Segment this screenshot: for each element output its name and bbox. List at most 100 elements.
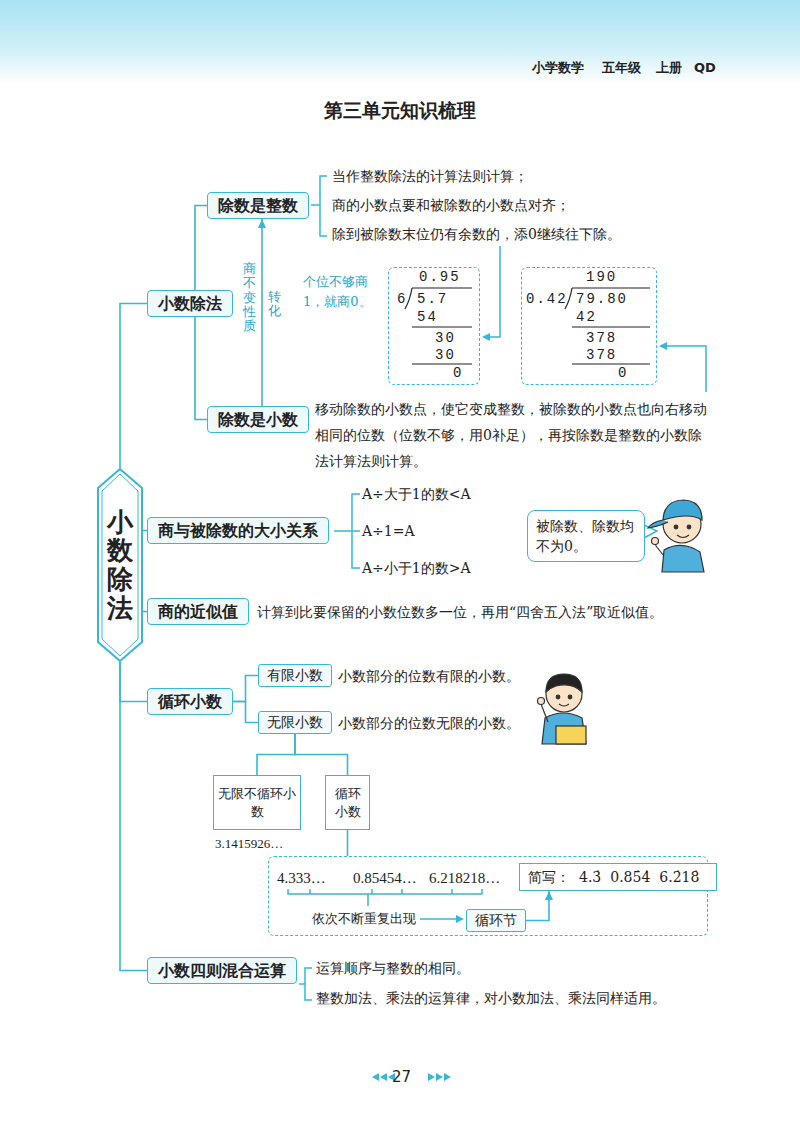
branch-box: 小数四则混合运算: [147, 957, 297, 984]
label-text: QD: [694, 58, 716, 78]
footer-arrows: [372, 1073, 451, 1081]
vertical-label: 商不变性质: [243, 262, 256, 333]
node-text: 除数是整数: [218, 196, 298, 215]
label-text: 当作整数除法的计算法则计算；: [332, 166, 528, 186]
shorthand-box: 简写： 4.3̇ 0.85̇4̇ 6.2̇18̇: [519, 863, 717, 891]
label-text: 计算到比要保留的小数位数多一位，再用“四舍五入法”取近似值。: [257, 602, 737, 622]
label-text: 依次不断重复出现: [312, 909, 416, 929]
node-text: 0.85̇4̇: [610, 867, 650, 887]
branch-box: 小数除法: [147, 290, 233, 317]
label-text: 27: [392, 1067, 411, 1087]
node-text: 0: [618, 365, 628, 382]
leader-line: [420, 918, 458, 920]
connector: [347, 830, 349, 856]
leader-line: [665, 346, 706, 392]
label-text: 整数加法、乘法的运算律，对小数加法、乘法同样适用。: [316, 988, 666, 1008]
node-text: 6: [397, 291, 407, 308]
division-lines: [405, 288, 472, 364]
node-text: 4.333…: [277, 869, 326, 887]
arrow-head: [456, 915, 464, 923]
node-text: 4.3̇: [579, 867, 601, 887]
connector: [120, 662, 147, 702]
sub-box: 有限小数: [258, 664, 332, 687]
bracket: [299, 968, 312, 1000]
node-text: 30: [435, 347, 456, 364]
arrow-head: [659, 342, 667, 350]
label-text: A÷1=A: [362, 521, 415, 541]
connector: [257, 734, 295, 775]
connector: [195, 317, 207, 420]
node-text: 0.42: [526, 291, 568, 308]
node-text: 小数四则混合运算: [158, 961, 286, 980]
outline: [98, 469, 142, 661]
division-lines: [565, 288, 650, 364]
connector: [295, 734, 348, 775]
bracket: [288, 889, 482, 906]
node-text: 42: [576, 309, 597, 326]
node-text: 商与被除数的大小关系: [158, 521, 318, 540]
node-text: 6.218218…: [429, 869, 500, 887]
example-box: 1900.4279.80423783780: [521, 267, 657, 385]
connector: [233, 676, 258, 702]
label-text: 除到被除数末位仍有余数的，添0继续往下除。: [332, 224, 621, 244]
branch-box: 商的近似值: [147, 598, 249, 625]
central-topic: 小数除法: [97, 468, 143, 662]
connector: [233, 702, 258, 723]
connector: [120, 304, 147, 469]
bracket: [334, 494, 360, 568]
node-text: 除数是小数: [218, 410, 298, 429]
label-text: 个位不够商1，就商0。: [303, 272, 383, 312]
term-box: 循环节: [466, 909, 526, 932]
speech-bubble: 被除数、除数均不为0。: [527, 510, 645, 562]
node-text: 0.95: [419, 269, 461, 286]
label-text: 运算顺序与整数的相同。: [316, 958, 470, 978]
sub-box: 循环小数: [325, 775, 370, 830]
node-text: 190: [586, 269, 617, 286]
label-text: 小数部分的位数无限的小数。: [338, 713, 520, 733]
outline: [102, 474, 138, 656]
node-text: 简写：: [528, 867, 570, 887]
node-text: 0.85454…: [353, 869, 417, 887]
label-text: A÷小于1的数>A: [362, 558, 471, 578]
label-text: 移动除数的小数点，使它变成整数，被除数的小数点也向右移动相同的位数（位数不够，用…: [315, 396, 715, 474]
arrow-head: [482, 333, 490, 341]
vertical-label: 转化: [268, 290, 281, 319]
branch-box: 循环小数: [147, 688, 233, 715]
node-text: 无限小数: [267, 714, 323, 730]
branch-box: 商与被除数的大小关系: [147, 517, 329, 544]
sub-box: 无限小数: [258, 711, 332, 734]
node-text: 378: [586, 330, 617, 347]
node-text: 被除数、除数均不为0。: [536, 516, 636, 556]
connector: [120, 662, 147, 971]
node-text: 循环节: [475, 912, 517, 928]
label-text: 上册: [656, 58, 682, 78]
node-text: 循环小数: [158, 692, 222, 711]
node-text: 无限不循环小数: [217, 785, 297, 821]
label-text: A÷大于1的数<A: [362, 484, 471, 504]
connector: [526, 891, 549, 921]
label-text: 3.1415926…: [215, 834, 283, 854]
node-text: 小数除法: [107, 508, 133, 622]
branch-box: 除数是小数: [207, 406, 309, 433]
connector: [195, 206, 207, 291]
connector: [261, 219, 263, 406]
node-text: 5.7: [417, 291, 448, 308]
leader-line: [488, 246, 500, 337]
label-text: 小学数学: [532, 58, 584, 78]
node-text: 有限小数: [267, 667, 323, 683]
example-box: 0.9565.75430300: [388, 267, 480, 385]
node-text: 商的近似值: [158, 602, 238, 621]
boy-figure: [538, 674, 587, 744]
node-text: 30: [435, 330, 456, 347]
label-text: 五年级: [602, 58, 641, 78]
node-text: 54: [417, 309, 438, 326]
node-text: 79.80: [576, 291, 628, 308]
boy-figure: [648, 500, 704, 572]
node-text: 6.2̇18̇: [659, 867, 699, 887]
bracket: [311, 176, 327, 236]
node-text: 378: [586, 347, 617, 364]
node-text: 小数除法: [158, 294, 222, 313]
node-text: 循环小数: [329, 785, 366, 821]
branch-box: 除数是整数: [207, 192, 309, 219]
label-text: 小数部分的位数有限的小数。: [338, 666, 520, 686]
